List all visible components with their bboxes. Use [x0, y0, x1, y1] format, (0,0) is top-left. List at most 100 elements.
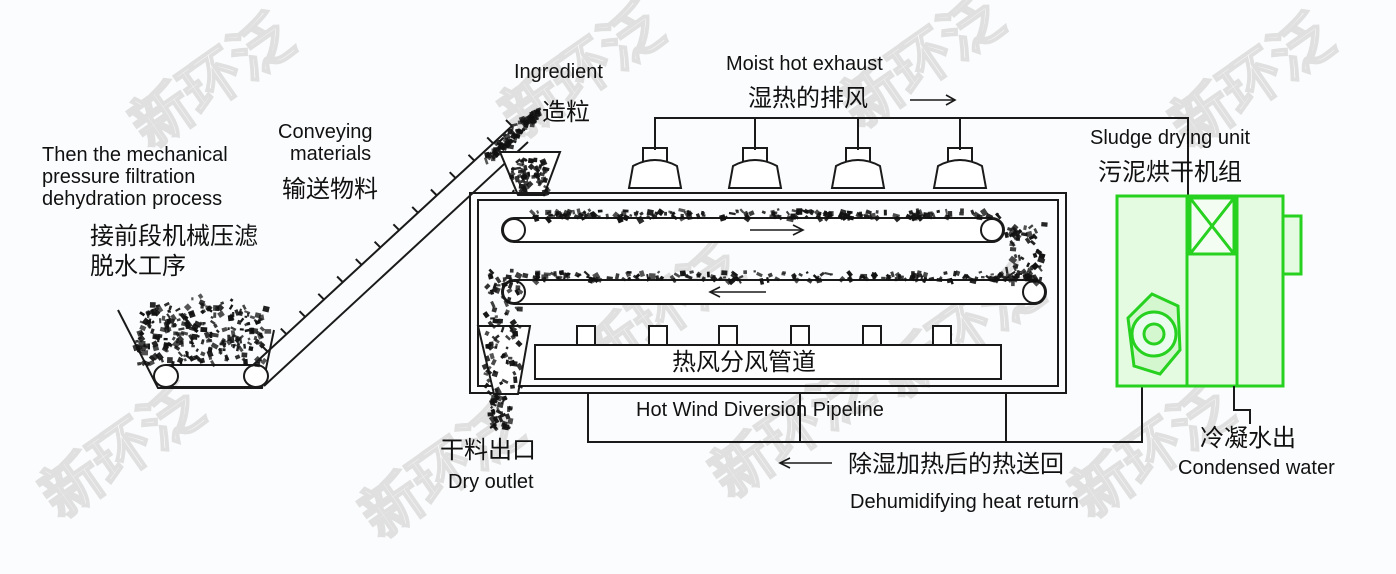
sludge-chunk	[725, 277, 733, 286]
hot-air-nozzle	[862, 325, 882, 346]
sludge-chunk	[696, 273, 701, 278]
sludge-chunk	[501, 423, 510, 431]
sludge-chunk	[562, 272, 570, 278]
label-mech-zh-1: 接前段机械压滤	[90, 223, 258, 250]
sludge-chunk	[515, 340, 523, 348]
sludge-chunk	[491, 155, 496, 162]
sludge-chunk	[505, 359, 509, 363]
sludge-chunk	[170, 360, 175, 368]
sludge-chunk	[521, 127, 526, 132]
sludge-chunk	[510, 166, 515, 173]
sludge-chunk	[1008, 255, 1018, 265]
sludge-chunk	[527, 163, 535, 171]
sludge-chunk	[847, 276, 853, 282]
sludge-chunk	[217, 310, 225, 319]
sludge-chunk	[913, 277, 920, 283]
sludge-chunk	[890, 271, 895, 278]
conveyor-sludge	[483, 107, 542, 165]
sludge-chunk	[200, 327, 208, 333]
sludge-chunk	[1032, 252, 1038, 259]
sludge-chunk	[700, 210, 706, 216]
sludge-chunk	[841, 214, 849, 222]
sludge-chunk	[504, 311, 509, 316]
lower-belt-arrow	[708, 286, 766, 298]
sludge-chunk	[997, 271, 1005, 278]
sludge-chunk	[996, 212, 1000, 217]
sludge-chunk	[173, 331, 177, 336]
sludge-chunk	[813, 209, 820, 216]
sludge-chunk	[168, 305, 173, 311]
sludge-chunk	[885, 273, 892, 280]
sludge-chunk	[191, 297, 194, 301]
sludge-chunk	[177, 332, 185, 336]
sludge-chunk	[158, 333, 163, 338]
sludge-chunk	[496, 406, 501, 414]
sludge-chunk	[163, 301, 170, 307]
sludge-chunk	[922, 212, 931, 219]
sludge-chunk	[819, 271, 825, 277]
sludge-chunk	[170, 313, 177, 321]
sludge-chunk	[822, 210, 828, 217]
sludge-chunk	[664, 211, 667, 216]
sludge-chunk	[829, 211, 834, 217]
sludge-chunk	[794, 277, 801, 284]
sludge-chunk	[483, 157, 489, 165]
sludge-chunk	[161, 315, 166, 321]
sludge-chunk	[795, 210, 800, 216]
sludge-chunk	[210, 360, 216, 368]
sludge-chunk	[198, 299, 206, 306]
sludge-chunk	[529, 209, 536, 216]
sludge-chunk	[574, 271, 581, 278]
sludge-chunk	[493, 399, 498, 404]
dryer-outer-wall	[469, 192, 1067, 394]
sludge-chunk	[180, 330, 189, 336]
sludge-chunk	[186, 351, 189, 357]
sludge-chunk	[505, 133, 512, 139]
sludge-chunk	[645, 276, 652, 282]
exhaust-duct	[654, 117, 1189, 196]
sludge-chunk	[147, 323, 152, 329]
belt-sludge-layers	[522, 207, 1048, 287]
sludge-chunk	[798, 272, 803, 277]
sludge-chunk	[583, 270, 591, 277]
sludge-chunk	[500, 353, 506, 359]
sludge-chunk	[659, 209, 663, 215]
sludge-chunk	[503, 134, 509, 141]
sludge-chunk	[539, 158, 548, 167]
sludge-chunk	[258, 342, 266, 349]
sludge-chunk	[549, 271, 556, 276]
sludge-chunk	[680, 213, 684, 218]
sludge-chunk	[502, 279, 506, 283]
sludge-chunk	[540, 176, 547, 183]
sludge-chunk	[1026, 262, 1031, 268]
label-return-en: Dehumidifying heat return	[850, 491, 1079, 513]
sludge-chunk	[700, 276, 706, 283]
sludge-chunk	[909, 213, 918, 222]
sludge-chunk	[153, 309, 161, 317]
sludge-chunk	[627, 276, 632, 281]
sludge-chunk	[549, 214, 556, 217]
sludge-chunk	[1041, 222, 1048, 227]
sludge-chunk	[511, 189, 516, 193]
sludge-chunk	[493, 345, 498, 349]
upper-belt-arrow	[750, 224, 805, 236]
label-pipeline-en: Hot Wind Diversion Pipeline	[636, 399, 884, 421]
label-exhaust-zh: 湿热的排风	[748, 85, 868, 112]
sludge-chunk	[646, 214, 652, 221]
sludge-chunk	[944, 208, 949, 215]
sludge-chunk	[517, 169, 525, 174]
conveyor-cleat	[448, 171, 457, 179]
sludge-chunk	[229, 298, 234, 303]
sludge-chunk	[219, 342, 227, 346]
sludge-chunk	[1012, 265, 1017, 272]
sludge-chunk	[500, 295, 504, 300]
sludge-chunk	[486, 378, 491, 384]
sludge-chunk	[634, 210, 639, 217]
sludge-chunk	[743, 270, 748, 275]
exhaust-fan-icon	[627, 159, 683, 189]
sludge-chunk	[496, 139, 502, 146]
sludge-chunk	[163, 342, 169, 347]
label-conveying-zh: 输送物料	[282, 176, 378, 203]
sludge-chunk	[172, 340, 181, 349]
